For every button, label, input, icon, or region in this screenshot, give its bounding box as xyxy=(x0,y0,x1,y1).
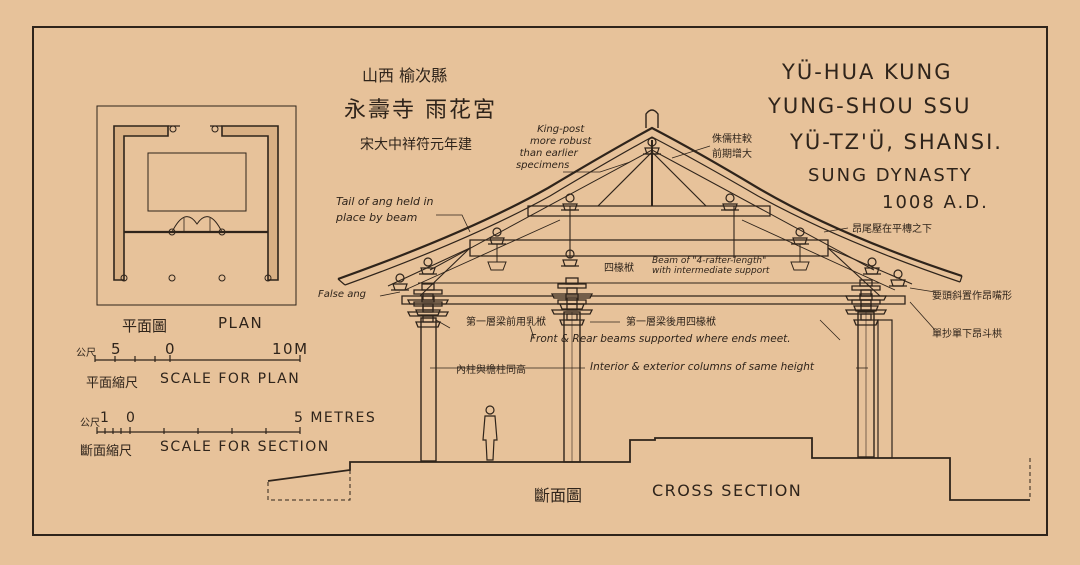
plan-label-en: PLAN xyxy=(218,314,264,332)
annotation-leaders xyxy=(379,145,936,369)
note-beam-zh: 四椽栿 xyxy=(604,263,634,274)
title-zh-date: 宋大中祥符元年建 xyxy=(360,137,472,153)
sheet-border xyxy=(32,26,1048,536)
note-king-post: King-post more robust than earlier speci… xyxy=(515,124,592,171)
note-king-post-zh: 侏儒柱較 前期增大 xyxy=(712,134,752,160)
title-en-line5: 1008 A.D. xyxy=(882,192,989,213)
section-scale-left: 1 xyxy=(100,410,111,426)
human-scale-figure xyxy=(482,405,498,461)
plan-drawing xyxy=(96,105,297,306)
plan-scale-right: 10M xyxy=(272,340,309,358)
cross-section-drawing xyxy=(267,109,1031,501)
section-scale-mid: 0 xyxy=(126,410,137,426)
section-scale-bar xyxy=(96,427,301,434)
section-scale-prefix: 公尺 xyxy=(80,418,100,429)
note-bracket-zh1: 要頭斜置作昂嘴形 xyxy=(932,291,1012,302)
note-columns-zh: 內柱與檐柱同高 xyxy=(456,365,526,376)
plan-label-zh: 平面圖 xyxy=(122,317,168,335)
plan-scale-caption-en: SCALE FOR PLAN xyxy=(160,371,301,387)
note-bracket-zh2: 單抄單下昂斗栱 xyxy=(932,329,1002,340)
note-beam-en: Beam of "4-rafter-length" with intermedi… xyxy=(652,256,770,276)
section-scale-right: 5 METRES xyxy=(294,410,377,426)
title-en-line2: YUNG-SHOU SSU xyxy=(768,94,972,118)
plan-scale-bar xyxy=(94,355,301,362)
title-en-line3: YÜ-TZ'Ü, SHANSI. xyxy=(790,130,1003,154)
note-ang-tail-zh: 昂尾壓在平槫之下 xyxy=(852,224,932,235)
section-label-en: CROSS SECTION xyxy=(652,481,803,500)
note-columns-en: Interior & exterior columns of same heig… xyxy=(590,361,815,373)
plan-scale-caption-zh: 平面縮尺 xyxy=(86,376,139,391)
plan-scale-mid: 0 xyxy=(165,340,177,358)
note-front-rear: Front & Rear beams supported where ends … xyxy=(530,333,791,345)
title-en-line1: YÜ-HUA KUNG xyxy=(782,60,953,84)
title-zh-name: 永壽寺 雨花宮 xyxy=(344,98,497,123)
section-label-zh: 斷面圖 xyxy=(534,486,583,505)
title-en-line4: SUNG DYNASTY xyxy=(808,165,973,186)
note-false-ang: False ang xyxy=(318,289,367,300)
plan-scale-left: 5 xyxy=(111,340,123,358)
section-scale-caption-en: SCALE FOR SECTION xyxy=(160,439,330,455)
note-first-tier-rear-zh: 第一層梁後用四椽栿 xyxy=(626,317,716,328)
title-zh-province: 山西 榆次縣 xyxy=(362,66,448,85)
plan-scale-prefix: 公尺 xyxy=(76,348,96,359)
note-first-tier-zh: 第一層梁前用乳栿 xyxy=(466,317,546,328)
section-scale-caption-zh: 斷面縮尺 xyxy=(80,444,133,459)
note-tail-of-ang: Tail of ang held in place by beam xyxy=(336,195,434,224)
